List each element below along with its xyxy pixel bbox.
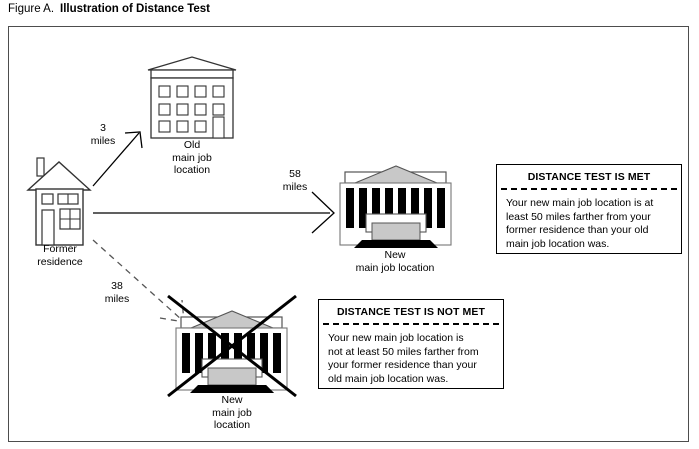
arrow-residence-to-old-job [92,131,143,187]
caption-new-job-location-not-met: New main job location [212,394,252,431]
caption-old-job-location: Old main job location [172,139,212,176]
distance-test-not-met-heading: DISTANCE TEST IS NOT MET [336,306,486,318]
house-icon [26,157,92,246]
caption-former-residence: Former residence [37,243,83,268]
divider-dashed [323,323,499,325]
distance-test-met-body: Your new main job location is at least 5… [506,197,654,250]
distance-test-met-heading: DISTANCE TEST IS MET [527,171,651,183]
cross-out-x-icon [167,294,297,398]
distance-test-not-met-body: Your new main job location is not at lea… [328,332,479,385]
figure-name: Illustration of Distance Test [60,3,210,15]
office-building-icon [147,56,237,139]
distance-test-not-met-box: DISTANCE TEST IS NOT MET Your new main j… [318,299,504,389]
distance-label-58-miles: 58 miles [282,168,308,193]
classical-building-icon-met [339,165,452,248]
figure-label: Figure A. [8,3,55,15]
figure-title: Figure A. Illustration of Distance Test [8,3,210,15]
caption-new-job-location-met: New main job location [355,249,435,274]
classical-building-icon-not-met [175,310,288,393]
divider-dashed [501,188,677,190]
arrow-residence-to-new-job-met [93,191,335,234]
distance-label-3-miles: 3 miles [90,122,116,147]
distance-label-38-miles: 38 miles [104,280,130,305]
distance-test-met-box: DISTANCE TEST IS MET Your new main job l… [496,164,682,254]
